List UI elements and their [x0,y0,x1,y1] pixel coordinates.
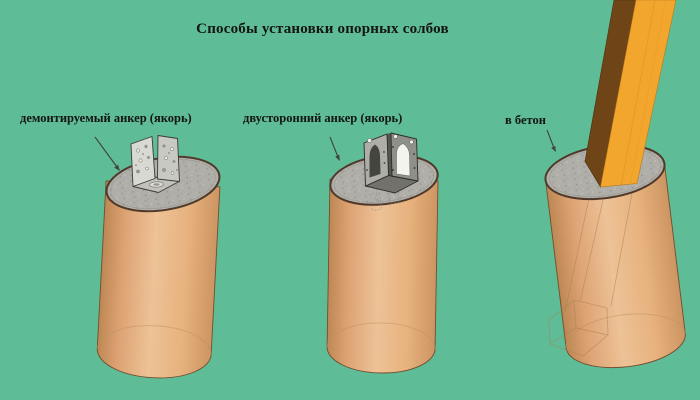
hidden-bottom-edge [565,313,686,349]
wooden-post [584,0,677,188]
buried-post-hidden-lines [548,187,634,357]
arch-cutout-right [396,143,411,177]
label-two-sided-anchor: двусторонний анкер (якорь) [243,111,403,125]
bracket-holes [135,144,178,175]
bracket-left-plate [130,136,156,187]
diagram-title: Способы установки опорных солбов [196,21,449,37]
label-in-concrete: в бетон [505,113,546,127]
pointer-arrow-3 [546,129,556,152]
u-bracket-anchor [130,135,180,193]
hidden-bottom-edge [96,325,212,355]
two-sided-anchor-bracket [363,132,419,194]
arch-cutout-left [369,144,381,178]
hidden-bottom-edge [326,322,436,349]
label-demountable-anchor: демонтируемый анкер (якорь) [20,111,192,125]
bracket-right-plate [157,135,180,182]
pointer-arrow-2 [329,136,340,161]
pointer-arrow-1 [94,136,120,171]
